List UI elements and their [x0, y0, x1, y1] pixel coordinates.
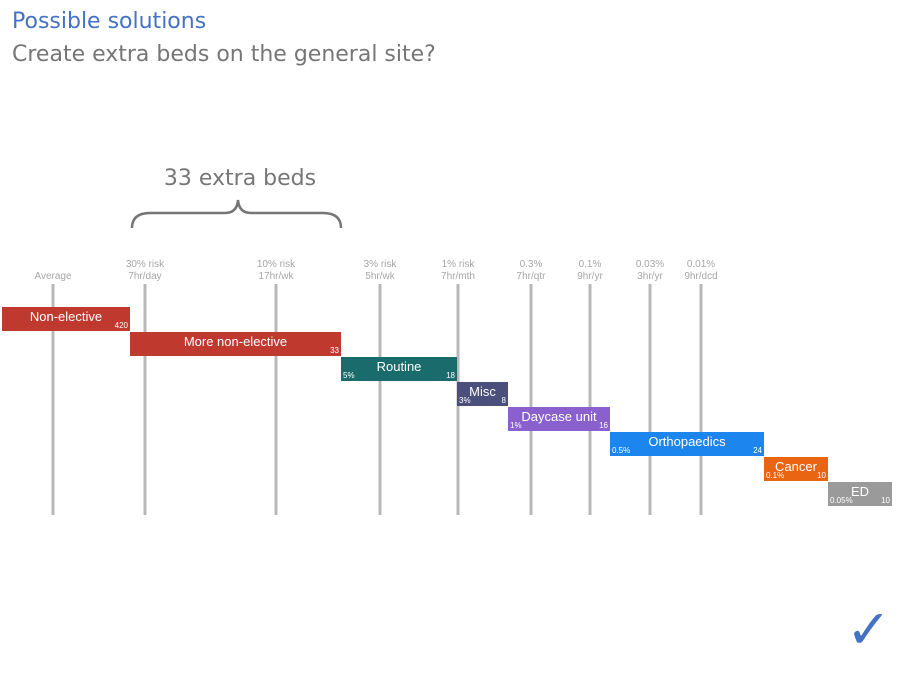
slide-subheading: Create extra beds on the general site?	[12, 42, 436, 67]
bar-value-label: 420	[115, 321, 129, 330]
bar-label: Routine	[377, 359, 422, 374]
bar-label: Daycase unit	[521, 409, 597, 424]
marker-label: 7hr/qtr	[517, 271, 547, 282]
marker-label: 3% risk	[364, 259, 398, 270]
bar-start-label: 1%	[510, 421, 522, 430]
marker-label: 0.03%	[636, 259, 664, 270]
bar-segment	[2, 307, 130, 331]
bar-start-label: 0.5%	[612, 446, 630, 455]
curly-brace	[130, 199, 343, 229]
bar-value-label: 8	[502, 396, 507, 405]
bar-value-label: 18	[446, 371, 455, 380]
bar-label: Cancer	[775, 459, 818, 474]
marker-label: 0.3%	[520, 259, 543, 270]
marker-label: 30% risk	[126, 259, 165, 270]
marker-label: 0.1%	[579, 259, 602, 270]
marker-label: 10% risk	[257, 259, 296, 270]
bar-value-label: 10	[817, 471, 826, 480]
bar-segment	[457, 382, 508, 406]
bar-segment	[828, 482, 892, 506]
bar-value-label: 16	[599, 421, 608, 430]
marker-label: 3hr/yr	[637, 271, 663, 282]
bar-value-label: 10	[881, 496, 890, 505]
bar-label: More non-elective	[184, 334, 287, 349]
marker-label: 17hr/wk	[258, 271, 294, 282]
marker-label: 9hr/yr	[577, 271, 603, 282]
bar-label: Orthopaedics	[648, 434, 726, 449]
marker-label: 7hr/day	[128, 271, 161, 282]
bar-value-label: 33	[330, 346, 339, 355]
marker-label: 7hr/mth	[441, 271, 475, 282]
bar-segment	[610, 432, 764, 456]
bar-start-label: 0.05%	[830, 496, 853, 505]
bar-label: Non-elective	[30, 309, 102, 324]
bar-label: Misc	[469, 384, 496, 399]
marker-label: 9hr/dcd	[684, 271, 717, 282]
marker-label: 1% risk	[442, 259, 476, 270]
check-mark-icon: ✓	[846, 598, 892, 661]
bar-segment	[764, 457, 828, 481]
bar-segment	[508, 407, 610, 431]
bar-start-label: 3%	[459, 396, 471, 405]
bar-value-label: 24	[753, 446, 762, 455]
marker-label: 0.01%	[687, 259, 715, 270]
slide-heading: Possible solutions	[12, 9, 207, 34]
marker-label: 5hr/wk	[365, 271, 395, 282]
bar-segment	[341, 357, 457, 381]
bar-start-label: 0.1%	[766, 471, 784, 480]
marker-label: Average	[34, 271, 72, 282]
brace-label: 33 extra beds	[163, 166, 317, 191]
bar-start-label: 5%	[343, 371, 355, 380]
bar-segment	[130, 332, 341, 356]
bar-label: ED	[851, 484, 869, 499]
